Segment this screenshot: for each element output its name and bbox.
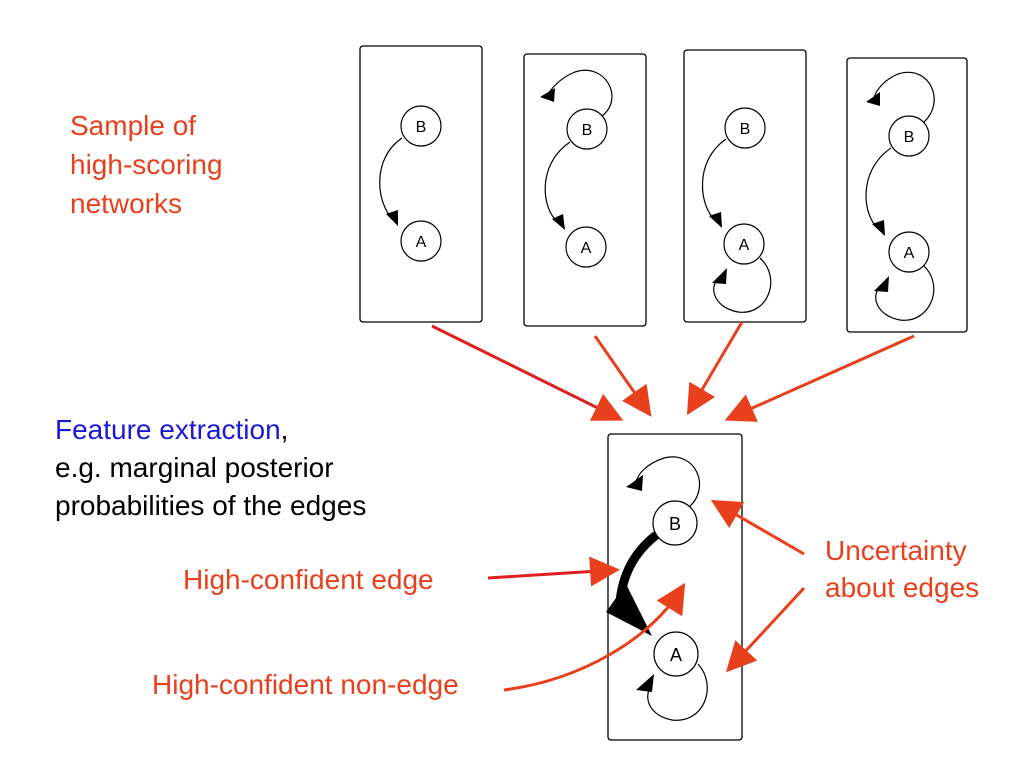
- high-confident-non-edge-label: High-confident non-edge: [152, 669, 459, 700]
- node-b-label: B: [904, 129, 915, 146]
- uncertainty-label: Uncertainty about edges: [825, 532, 979, 606]
- feature-extraction-highlight: Feature extraction: [55, 414, 281, 445]
- feature-extraction-label: Feature extraction, e.g. marginal poster…: [55, 411, 366, 525]
- result-network-panel: B A: [606, 433, 743, 741]
- feature-line-3: probabilities of the edges: [55, 490, 367, 521]
- arrow-high-confident-non-edge: [503, 582, 686, 692]
- node-a-label: A: [670, 645, 682, 665]
- node-a: [400, 220, 442, 262]
- node-b-label: B: [582, 122, 593, 139]
- sample-networks-label: Sample of high-scoring networks: [70, 106, 223, 223]
- red-arrows: [431, 321, 915, 692]
- node-b-label: B: [669, 514, 681, 534]
- node-a: [653, 631, 699, 677]
- node-b: [888, 115, 930, 157]
- node-b-label: B: [416, 119, 427, 136]
- node-a: [565, 226, 607, 268]
- feature-line-2: e.g. marginal posterior: [55, 452, 334, 483]
- arrow-net4-to-result: [724, 334, 915, 422]
- node-b: [652, 500, 698, 546]
- arrow-net2-to-result: [593, 335, 652, 417]
- node-b: [400, 105, 442, 147]
- network-panel-2: B A: [523, 53, 647, 327]
- uncertainty-line-2: about edges: [825, 572, 980, 603]
- node-a-label: A: [416, 234, 427, 251]
- arrow-net3-to-result: [686, 321, 744, 416]
- node-b: [724, 107, 766, 149]
- arrow-uncertainty-to-a: [725, 586, 806, 673]
- network-panel-3: B A: [683, 49, 807, 323]
- sample-line-1: Sample of: [70, 110, 197, 141]
- node-b: [566, 108, 608, 150]
- node-a-label: A: [739, 237, 750, 254]
- feature-comma: ,: [280, 414, 289, 445]
- network-panel-4: B A: [846, 57, 968, 333]
- arrow-uncertainty-to-b: [710, 499, 805, 556]
- arrow-high-confident-edge: [487, 556, 620, 587]
- node-a-label: A: [581, 240, 592, 257]
- uncertainty-line-1: Uncertainty: [825, 535, 967, 566]
- arrow-net1-to-result: [431, 324, 624, 421]
- sample-line-3: networks: [70, 188, 183, 219]
- network-panel-1: B A: [359, 45, 483, 323]
- sample-line-2: high-scoring: [70, 149, 223, 180]
- node-a: [888, 231, 930, 273]
- node-b-label: B: [740, 121, 751, 138]
- node-a-label: A: [904, 245, 915, 262]
- high-confident-edge-label: High-confident edge: [183, 564, 434, 595]
- node-a: [723, 223, 765, 265]
